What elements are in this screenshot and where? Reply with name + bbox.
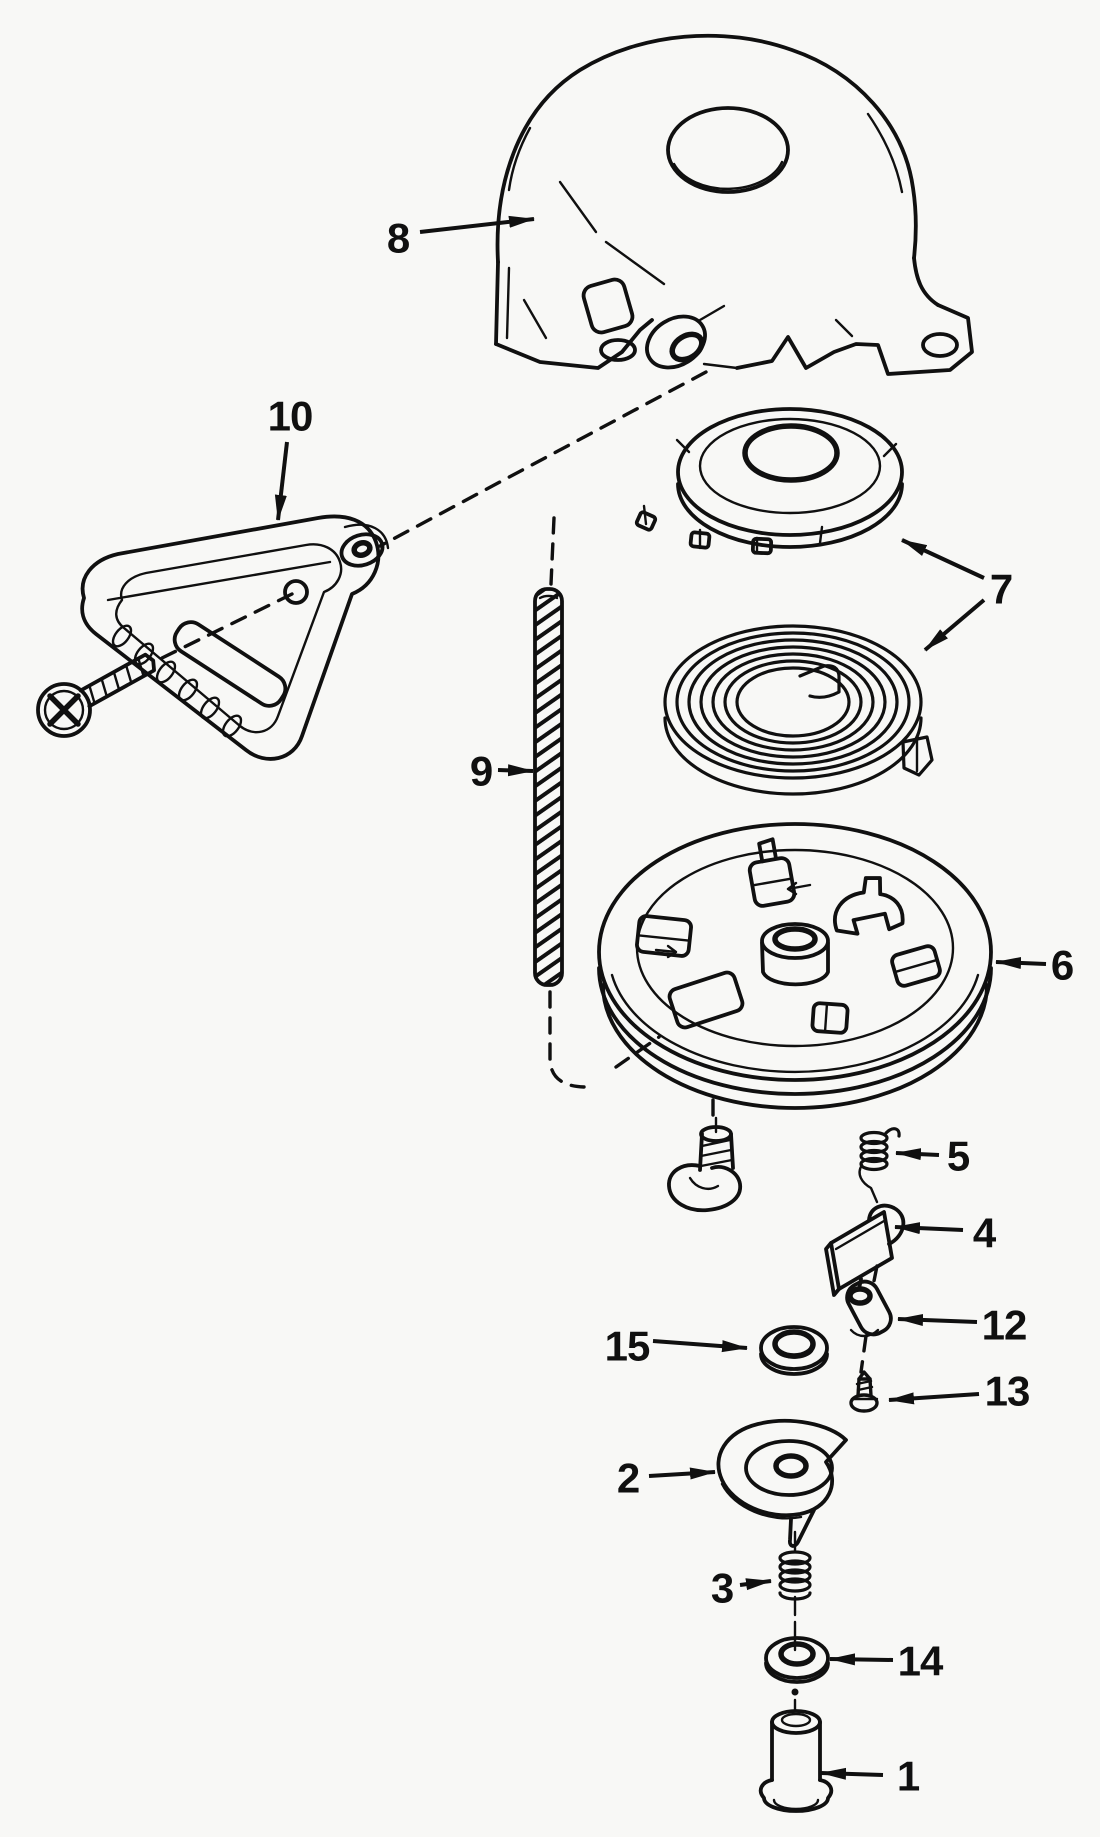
part-2-cam [716, 1419, 848, 1548]
callout-friction-plate: 4 [894, 1210, 998, 1257]
part-12-pawl-link [845, 1277, 893, 1338]
callout-starter-cam: 2 [617, 1455, 716, 1502]
callout-arrow-15 [652, 1339, 748, 1353]
callout-arrow-7 [923, 598, 986, 652]
part-number-14: 14 [898, 1638, 944, 1685]
callout-bushing: 15 [605, 1323, 748, 1370]
part-6-pulley [597, 822, 993, 1110]
part-10-starter-handle [80, 514, 390, 761]
callout-flat-washer: 14 [829, 1638, 945, 1685]
part-7-spring-retainer [634, 407, 904, 556]
callout-arrow-13 [888, 1392, 980, 1405]
part-number-10: 10 [268, 393, 313, 440]
callout-arrow-4 [894, 1222, 964, 1235]
part-number-4: 4 [973, 1210, 997, 1257]
callout-arrow-8 [419, 215, 535, 234]
callout-arrow-9 [497, 764, 534, 777]
callout-pawl-link: 12 [897, 1302, 1027, 1349]
part-15-bushing [759, 1325, 829, 1376]
callout-pivot-pin: 1 [820, 1753, 921, 1800]
callout-rope-pulley: 6 [995, 942, 1074, 989]
part-4-friction-plate [824, 1203, 906, 1297]
callout-arrow-7 [901, 538, 985, 580]
part-8-starter-housing [494, 33, 974, 376]
callout-arrow-12 [897, 1313, 978, 1326]
part-3-spring [778, 1530, 812, 1617]
part-number-1: 1 [897, 1753, 920, 1800]
callout-pawl-spring: 5 [895, 1133, 971, 1180]
part-number-9: 9 [470, 748, 492, 795]
callout-arrow-3 [739, 1578, 772, 1591]
rope-anchor-knot [667, 1116, 742, 1213]
part-number-5: 5 [947, 1133, 970, 1180]
callout-starter-housing: 8 [387, 215, 535, 262]
handle-screw [36, 652, 156, 738]
callout-arrow-6 [995, 957, 1047, 969]
part-number-13: 13 [985, 1368, 1030, 1415]
part-1-pin [758, 1698, 834, 1813]
part-number-2: 2 [617, 1455, 639, 1502]
callout-spring-retainer-and-recoil-spring: 7 [901, 538, 1013, 652]
callout-cam-spring: 3 [711, 1565, 772, 1612]
part-7-recoil-spring [663, 624, 934, 796]
part-5-pawl-spring [858, 1127, 901, 1204]
part-number-15: 15 [605, 1323, 650, 1370]
callout-starter-handle: 10 [268, 393, 313, 521]
callout-link-screw: 13 [888, 1368, 1030, 1415]
callout-arrow-14 [829, 1653, 894, 1666]
part-number-12: 12 [982, 1302, 1027, 1349]
callout-arrow-10 [274, 441, 289, 521]
part-9-starter-rope [533, 587, 564, 987]
callout-arrow-1 [820, 1767, 884, 1780]
callout-arrow-5 [895, 1148, 940, 1161]
part-number-7: 7 [990, 566, 1012, 613]
part-number-3: 3 [711, 1565, 733, 1612]
callout-arrow-2 [648, 1467, 716, 1480]
part-number-6: 6 [1051, 942, 1073, 989]
part-13-screw [849, 1370, 879, 1413]
assembly-centerlines [160, 370, 879, 1374]
part-number-8: 8 [387, 215, 410, 262]
part-14-washer [764, 1620, 830, 1696]
callout-starter-rope: 9 [470, 748, 534, 795]
